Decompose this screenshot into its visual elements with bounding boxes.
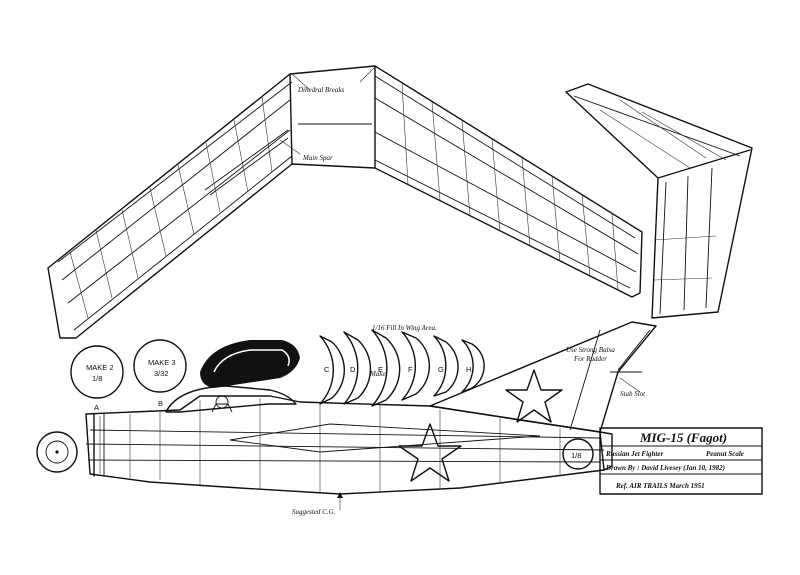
stabilizer-plan (565, 83, 753, 319)
former-a: MAKE 2 1/8 A (70, 345, 124, 412)
fuselage-side: Suggested C.G. Stab Slot Use Strong Bals… (85, 321, 657, 516)
make-ribs-label: Make (369, 370, 386, 378)
svg-text:B: B (158, 399, 163, 408)
reference-text: Ref. AIR TRAILS March 1951 (615, 482, 705, 490)
fill-wing-label: 1/16 Fill In Wing Area. (372, 324, 437, 332)
svg-text:MAKE 3: MAKE 3 (148, 358, 176, 367)
main-spar-label: Main Spar (302, 154, 333, 162)
svg-text:A: A (94, 403, 99, 412)
title-block: MIG-15 (Fagot) Russian Jet Fighter Peanu… (599, 427, 763, 495)
svg-text:1/8: 1/8 (571, 451, 581, 460)
subtitle-left: Russian Jet Fighter (605, 450, 663, 458)
svg-text:1/8: 1/8 (92, 374, 102, 383)
rib-parts: C D E F G H 1/16 Fill In Wing Area. Make (319, 324, 485, 407)
former-b: MAKE 3 3/32 B (133, 339, 187, 408)
svg-text:H: H (466, 365, 471, 374)
subtitle-right: Peanut Scale (706, 450, 744, 458)
nose-former (36, 431, 78, 473)
wing-plan: Dihedral Breaks Main Spar (47, 65, 643, 339)
svg-text:F: F (408, 365, 413, 374)
canopy-part (200, 340, 300, 388)
svg-text:MAKE 2: MAKE 2 (86, 363, 114, 372)
cg-label: Suggested C.G. (292, 508, 336, 516)
svg-text:D: D (350, 365, 356, 374)
drawn-by-text: Drawn By : David Livesey (Jan 10, 1982) (605, 464, 725, 472)
dihedral-breaks-label: Dihedral Breaks (297, 86, 344, 94)
strong-balsa-label: Use Strong Balsa (566, 346, 615, 354)
tail-former: 1/8 (562, 438, 594, 470)
title-text: MIG-15 (Fagot) (639, 430, 727, 445)
svg-text:E: E (378, 365, 383, 374)
svg-text:G: G (438, 365, 444, 374)
svg-text:C: C (324, 365, 330, 374)
svg-text:3/32: 3/32 (154, 369, 169, 378)
stab-slot-label: Stab Slot (620, 390, 646, 398)
for-rudder-label: For Rudder (573, 355, 607, 363)
